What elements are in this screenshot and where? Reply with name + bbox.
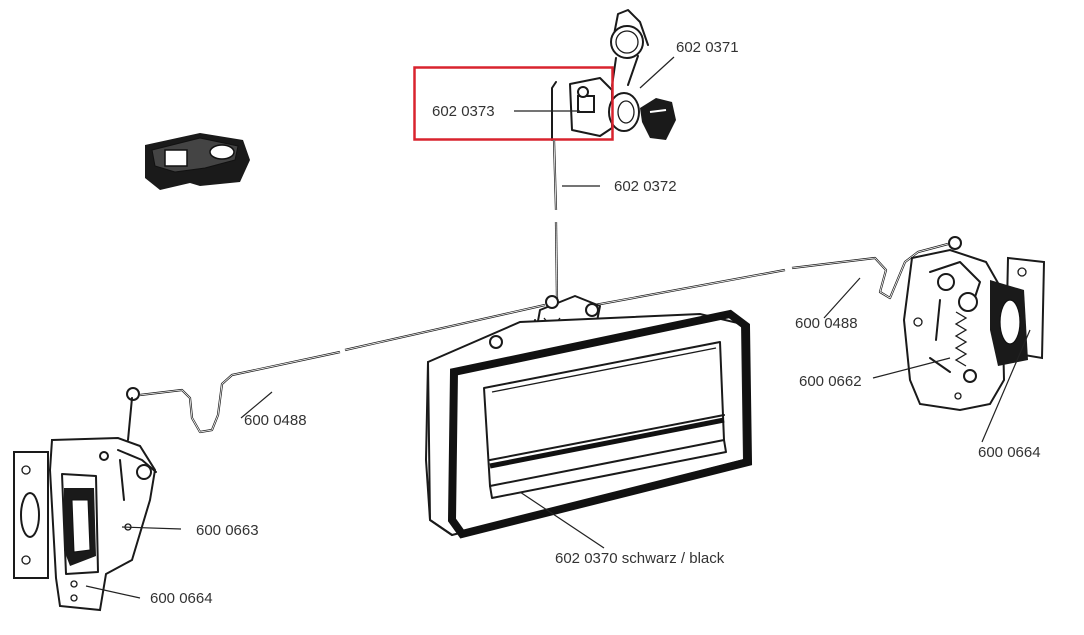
recessed-handle [424,309,753,539]
highlight-box [413,66,614,141]
label-right-rod: 600 0488 [795,315,858,332]
label-right-plate: 600 0664 [978,444,1041,461]
left-latch [13,397,157,612]
label-vertical-rod: 602 0372 [614,178,677,195]
label-left-rod: 600 0488 [244,412,307,429]
right-latch [902,248,1046,412]
ring-nut [145,133,250,190]
lock-assembly [551,9,676,141]
label-key-lock: 602 0371 [676,39,739,56]
label-left-latch: 600 0663 [196,522,259,539]
vertical-rod [552,139,559,301]
label-left-plate: 600 0664 [150,590,213,607]
label-lock-cylinder: 602 0373 [432,103,495,120]
linkage-rods [126,236,962,434]
leader-lines [85,56,1031,599]
label-handle: 602 0370 schwarz / black [555,550,725,567]
label-right-latch: 600 0662 [799,373,862,390]
